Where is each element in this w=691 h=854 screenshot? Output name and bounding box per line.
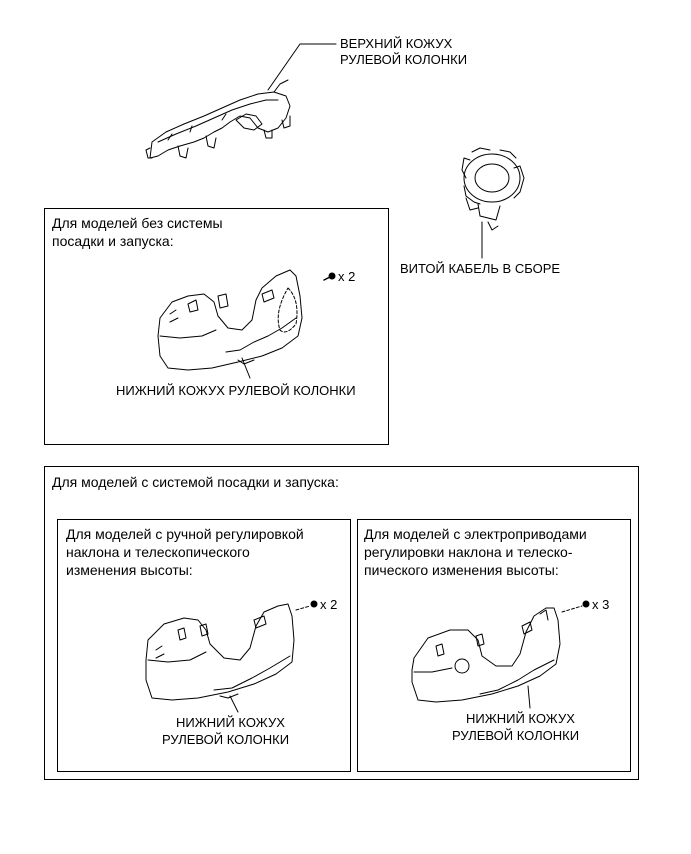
lower-cover-label-manual-line1: НИЖНИЙ КОЖУХ <box>176 715 285 730</box>
manual-heading-line1: Для моделей с ручной регулировкой <box>66 526 304 542</box>
power-heading-line2: регулировки наклона и телеско- <box>364 544 573 560</box>
lower-cover-label-power-line2: РУЛЕВОЙ КОЛОНКИ <box>452 728 580 743</box>
lower-cover-drawing-manual <box>145 603 295 701</box>
lower-cover-leader-manual <box>229 695 239 713</box>
lower-cover-label-power-line1: НИЖНИЙ КОЖУХ <box>466 711 575 726</box>
lower-cover-leader-power <box>527 685 531 709</box>
screw-icon-power <box>561 600 590 613</box>
spiral-cable-label: ВИТОЙ КАБЕЛЬ В СБОРЕ <box>400 261 561 276</box>
lower-cover-leader-1 <box>241 357 251 379</box>
lower-cover-label-manual-line2: РУЛЕВОЙ КОЛОНКИ <box>162 732 290 747</box>
screw-icon-1 <box>323 272 336 281</box>
screw-icon-manual <box>295 600 318 611</box>
box-without-entry-heading-line1: Для моделей без системы <box>52 215 223 231</box>
box-power-tilt-telescopic <box>357 519 631 772</box>
box-without-entry-system <box>44 208 389 445</box>
lower-cover-drawing-power <box>411 607 561 703</box>
box-without-entry-heading-line2: посадки и запуска: <box>52 233 174 249</box>
manual-heading-line3: изменения высоты: <box>66 562 193 578</box>
screw-qty-label-manual: x 2 <box>320 597 338 612</box>
upper-cover-label-line1: ВЕРХНИЙ КОЖУХ <box>340 36 453 51</box>
box-with-entry-heading: Для моделей с системой посадки и запуска… <box>52 474 339 490</box>
upper-cover-drawing <box>145 79 291 159</box>
box-manual-tilt-telescopic <box>57 519 351 772</box>
manual-heading-line2: наклона и телескопического <box>66 544 250 560</box>
box-with-entry-system <box>44 466 639 780</box>
spiral-cable-drawing <box>461 147 525 231</box>
upper-cover-label-line2: РУЛЕВОЙ КОЛОНКИ <box>340 52 468 67</box>
screw-qty-label-1: x 2 <box>338 269 356 284</box>
power-heading-line3: пического изменения высоты: <box>364 562 559 578</box>
screw-qty-label-power: x 3 <box>592 597 610 612</box>
upper-cover-leader <box>267 43 337 91</box>
power-heading-line1: Для моделей с электроприводами <box>364 526 587 542</box>
lower-cover-label-1: НИЖНИЙ КОЖУХ РУЛЕВОЙ КОЛОНКИ <box>116 383 356 398</box>
